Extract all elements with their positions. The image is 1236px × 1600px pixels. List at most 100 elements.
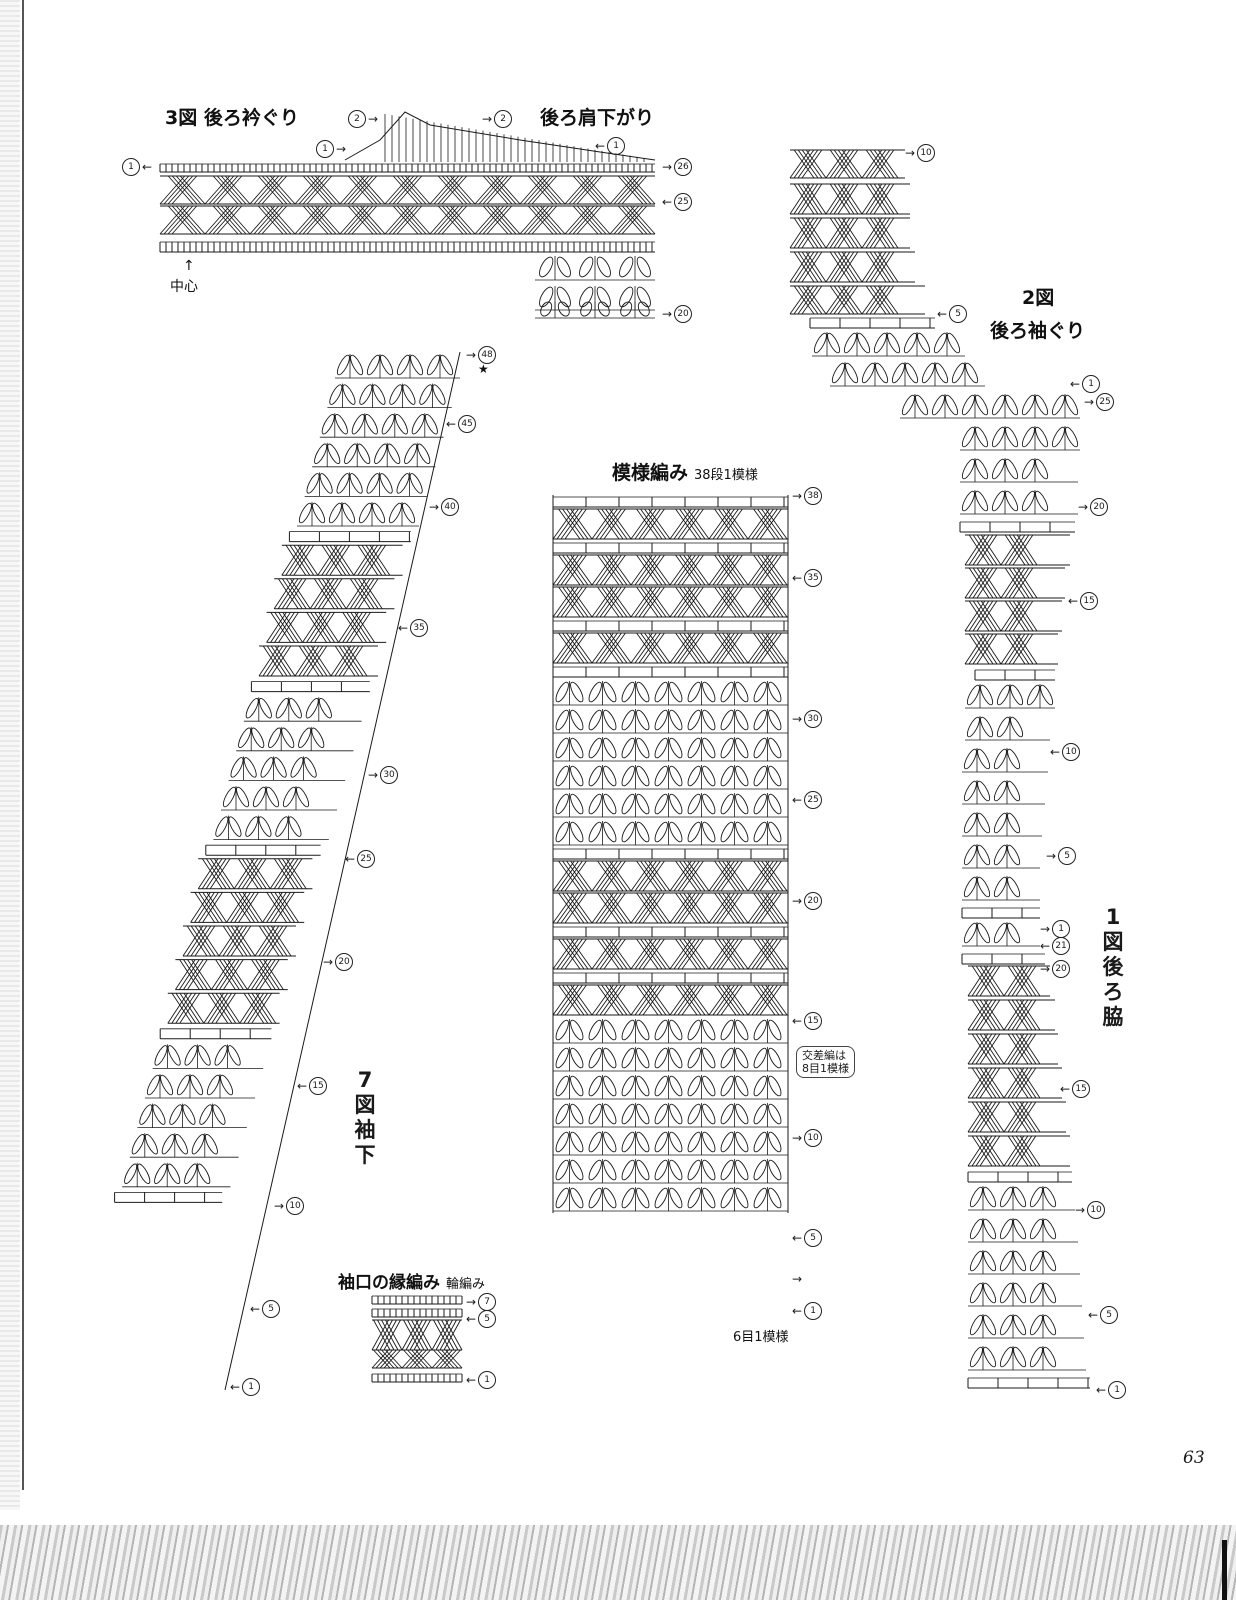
- leaf-stitch: [603, 1103, 617, 1125]
- stitch-line: [634, 508, 657, 540]
- stitch-line: [683, 892, 706, 924]
- stitch-line: [576, 205, 603, 235]
- leaf-stitch: [417, 443, 431, 465]
- leaf-stitch: [154, 1163, 168, 1185]
- stitch-line: [621, 205, 648, 235]
- leaf-stitch: [588, 821, 602, 843]
- stitch-line: [1003, 1101, 1025, 1133]
- stitch-line: [708, 586, 731, 618]
- stitch-line: [714, 892, 737, 924]
- stitch-line: [675, 984, 698, 1016]
- stitch-line: [445, 205, 472, 235]
- leaf-stitch: [603, 737, 617, 759]
- leaf-stitch: [977, 812, 991, 834]
- leaf-stitch: [983, 1250, 997, 1272]
- stitch-line: [983, 965, 1005, 997]
- row-number: 35: [804, 569, 823, 587]
- stitch-line: [377, 1319, 395, 1351]
- leaf-stitch: [654, 709, 668, 731]
- stitch-line: [971, 1101, 993, 1133]
- stitch-line: [211, 959, 232, 990]
- leaf-stitch: [596, 286, 611, 308]
- stitch-line: [552, 860, 575, 892]
- leaf-stitch: [861, 362, 875, 384]
- leaf-stitch: [669, 821, 683, 843]
- leaf-stitch: [328, 502, 342, 524]
- stitch-line: [797, 149, 819, 179]
- stitch-line: [1012, 633, 1034, 665]
- stitch-line: [797, 217, 819, 249]
- leaf-stitch: [603, 1019, 617, 1041]
- leaf-stitch: [999, 1218, 1013, 1240]
- stitch-line: [976, 633, 998, 665]
- leaf-stitch: [588, 709, 602, 731]
- stitch-line: [353, 544, 374, 576]
- row-marker: ←21: [1040, 937, 1071, 955]
- leaf-stitch: [966, 716, 980, 738]
- stitch-line: [262, 645, 284, 677]
- stitch-line: [1015, 1101, 1037, 1133]
- stitch-line: [634, 586, 657, 618]
- stitch-line: [825, 183, 847, 215]
- leaf-stitch: [753, 1103, 767, 1125]
- leaf-stitch: [963, 812, 977, 834]
- leaf-stitch: [131, 1133, 145, 1155]
- leaf-stitch: [603, 1187, 617, 1209]
- leaf-stitch: [184, 1163, 198, 1185]
- leaf-stitch: [975, 458, 989, 480]
- leaf-stitch: [654, 1075, 668, 1097]
- leaf-stitch: [915, 394, 929, 416]
- stitch-line: [247, 992, 269, 1024]
- leaf-stitch: [654, 793, 668, 815]
- row-marker: 2→: [348, 110, 378, 128]
- row-marker: →30: [792, 710, 823, 728]
- row-number: 38: [804, 487, 823, 505]
- stitch-line: [601, 984, 624, 1016]
- stitch-line: [1007, 965, 1029, 997]
- leaf-stitch: [380, 354, 394, 376]
- row-number: 1: [1052, 920, 1071, 938]
- stitch-line: [759, 938, 782, 970]
- leaf-stitch: [687, 793, 701, 815]
- stitch-line: [797, 251, 819, 283]
- stitch-line: [1019, 1135, 1041, 1167]
- stitch-line: [401, 1319, 419, 1351]
- stitch-line: [258, 645, 280, 677]
- stitch-line: [253, 205, 280, 235]
- stitch-line: [681, 892, 704, 924]
- leaf-stitch: [993, 922, 1007, 944]
- stitch-line: [250, 858, 271, 890]
- stitch-line: [675, 554, 698, 586]
- stitch-line: [722, 938, 745, 970]
- stitch-line: [677, 860, 700, 892]
- leaf-stitch: [735, 1019, 749, 1041]
- stitch-line: [572, 205, 599, 235]
- leaf-stitch: [999, 1282, 1013, 1304]
- row-number: 1: [316, 140, 334, 158]
- stitch-line: [345, 578, 367, 610]
- stitch-line: [1003, 1135, 1025, 1167]
- stitch-line: [560, 632, 583, 664]
- stitch-line: [687, 938, 710, 970]
- stitch-line: [556, 892, 579, 924]
- stitch-line: [805, 251, 827, 283]
- stitch-line: [215, 959, 236, 990]
- stitch-line: [636, 632, 659, 664]
- stitch-line: [801, 251, 823, 283]
- leaf-stitch: [636, 1131, 650, 1153]
- stitch-line: [234, 892, 255, 923]
- stitch-line: [1007, 1135, 1029, 1167]
- stitch-line: [371, 1349, 389, 1369]
- stitch-line: [570, 860, 593, 892]
- stitch-line: [971, 1135, 993, 1167]
- stitch-line: [175, 992, 197, 1024]
- leaf-stitch: [1005, 426, 1019, 448]
- stitch-line: [793, 285, 815, 315]
- stitch-line: [681, 984, 704, 1016]
- stitch-line: [403, 1319, 421, 1351]
- stitch-line: [726, 632, 749, 664]
- stitch-line: [873, 183, 895, 215]
- stitch-line: [478, 205, 505, 235]
- stitch-line: [552, 554, 575, 586]
- stitch-line: [642, 554, 665, 586]
